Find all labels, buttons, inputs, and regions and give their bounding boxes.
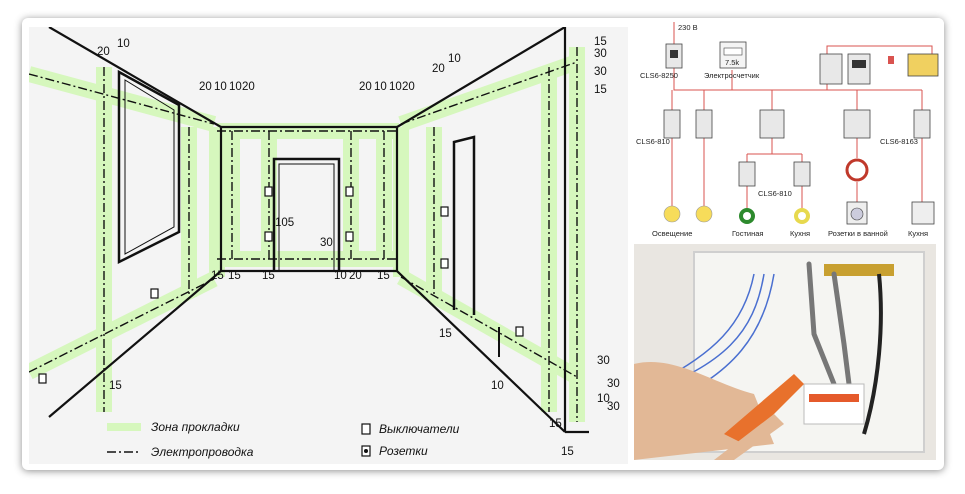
- dim-rb-4: 30: [607, 401, 620, 413]
- legend-wiring-label: Электропроводка: [151, 445, 254, 459]
- pliers-handle: [724, 374, 804, 444]
- schema-load-kitchen: Кухня: [790, 229, 810, 238]
- schema-breaker-right-label: CLS6-8163: [880, 137, 918, 146]
- legend-socket-dot: [364, 449, 368, 453]
- dim-rb-6: 15: [561, 446, 574, 458]
- dim-mid-3: 10: [229, 81, 242, 93]
- schema-load-light: Освещение: [652, 229, 692, 238]
- load-icons: [663, 158, 935, 225]
- legend-switch-label: Выключатели: [379, 422, 460, 436]
- bulb-icon: [663, 205, 681, 223]
- hand-icon: [907, 53, 939, 77]
- dim-floor-left-2: 15: [228, 270, 241, 282]
- dim-mid-4: 20: [242, 81, 255, 93]
- dim-midr-3: 10: [389, 81, 402, 93]
- breaker-toggles: [809, 394, 859, 402]
- schema-meter-label: Электросчетчик: [704, 71, 760, 80]
- meter-icon: 7.5k: [719, 41, 747, 69]
- legend-zone-label: Зона прокладки: [151, 420, 240, 434]
- schema-main-breaker-label: CLS6-8250: [640, 71, 678, 80]
- image-card: 10 20 20 10 10 20 20 10 10 20 20 10 15 3…: [22, 18, 944, 470]
- main-breaker: [665, 43, 683, 69]
- schema-breaker-mid-label: CLS6-810: [758, 189, 792, 198]
- dim-floor-right-1: 10: [334, 270, 347, 282]
- dim-top-right-b: 10: [448, 53, 461, 65]
- dimension-labels: 10 20 20 10 10 20 20 10 10 20 20 10 15 3…: [97, 36, 620, 458]
- outlet-markers: [38, 186, 524, 384]
- stove-icon: [911, 201, 935, 225]
- legend-zone-swatch: [107, 423, 141, 431]
- room-outline: [48, 27, 589, 434]
- schema-load-bath: Розетки в ванной: [828, 229, 888, 238]
- dim-door-30: 30: [320, 237, 333, 249]
- dim-left-bottom-15: 15: [109, 380, 122, 392]
- legend: Зона прокладки Электропроводка Выключате…: [107, 420, 460, 459]
- dim-wall-right-15: 15: [439, 328, 452, 340]
- dim-midr-1: 20: [359, 81, 372, 93]
- dim-rb-2: 30: [607, 378, 620, 390]
- dim-mid-2: 10: [214, 81, 227, 93]
- dim-top-left-b: 20: [97, 46, 110, 58]
- socket-icon-bath: [845, 158, 869, 182]
- branch-breakers: [663, 109, 931, 187]
- breaker-block: [803, 383, 865, 425]
- hand-right: [714, 414, 784, 460]
- dim-floor-right-2: 20: [349, 270, 362, 282]
- schema-meter-reading: 7.5k: [725, 58, 739, 67]
- dim-mid-1: 20: [199, 81, 212, 93]
- dim-floor-left-1: 15: [211, 270, 224, 282]
- rcd-group: [819, 53, 939, 85]
- dim-right-top-2: 30: [594, 48, 607, 60]
- panel-photo-svg: [634, 244, 936, 460]
- legend-switch-icon: [361, 423, 371, 435]
- electrical-schema: 230 В CLS6-8250 7.5k Электросчетчик: [632, 18, 944, 242]
- dim-height-105: 105: [275, 217, 294, 229]
- wiring-lines: [29, 47, 578, 422]
- schema-load-living: Гостиная: [732, 229, 763, 238]
- schema-load-kitchen-2: Кухня: [908, 229, 928, 238]
- black-cable: [862, 273, 883, 435]
- dim-right-bottom-10: 10: [491, 380, 504, 392]
- dim-midr-2: 10: [374, 81, 387, 93]
- wiring-layout-diagram: 10 20 20 10 10 20 20 10 10 20 20 10 15 3…: [29, 27, 628, 464]
- dim-right-top-1: 15: [594, 36, 607, 48]
- dim-rb-3: 10: [597, 393, 610, 405]
- dim-midr-4: 20: [402, 81, 415, 93]
- bulb-icon-2: [695, 205, 713, 223]
- dim-rb-1: 30: [597, 355, 610, 367]
- legend-socket-label: Розетки: [379, 444, 428, 458]
- schema-voltage: 230 В: [678, 23, 698, 32]
- dim-top-right-a: 20: [432, 63, 445, 75]
- dim-floor-right2: 15: [377, 270, 390, 282]
- schema-svg: 230 В CLS6-8250 7.5k Электросчетчик: [636, 22, 939, 238]
- room-perspective-svg: 10 20 20 10 10 20 20 10 10 20 20 10 15 3…: [29, 27, 620, 459]
- terminal-bar: [824, 264, 894, 276]
- dim-right-top-3: 30: [594, 66, 607, 78]
- panel-photo: [634, 244, 936, 460]
- grey-cables: [806, 261, 852, 387]
- dim-rb-5: 15: [549, 418, 562, 430]
- dim-top-left-a: 10: [117, 38, 130, 50]
- dim-floor-mid: 15: [262, 270, 275, 282]
- schema-breaker-left-label: CLS6-810: [636, 137, 670, 146]
- dim-right-top-4: 15: [594, 84, 607, 96]
